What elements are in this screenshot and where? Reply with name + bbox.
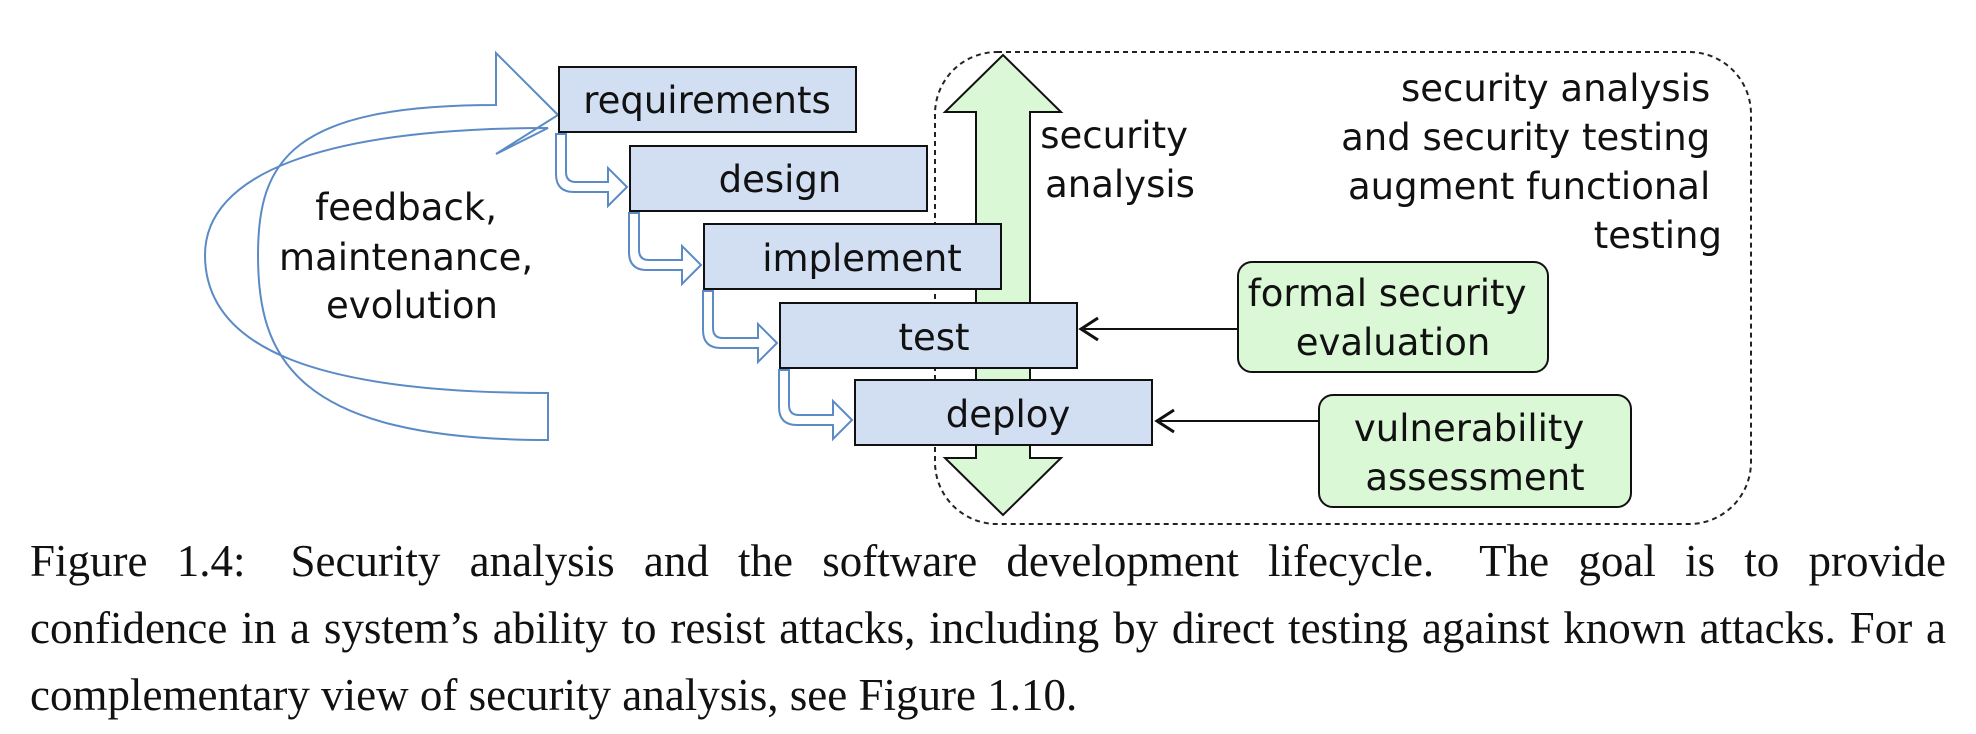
formal-eval-arrowhead bbox=[1078, 316, 1099, 342]
augment-note-line: security analysis bbox=[1401, 67, 1710, 110]
formal-security-evaluation-line: evaluation bbox=[1296, 321, 1491, 364]
feedback-label: feedback, maintenance, evolution bbox=[279, 186, 545, 327]
augment-note: security analysis and security testing a… bbox=[1341, 67, 1722, 257]
stage-test-box bbox=[779, 302, 1078, 369]
stage-design-label: design bbox=[719, 158, 842, 201]
stage-connector-arrow bbox=[628, 212, 703, 287]
formal-security-evaluation-line: formal security bbox=[1248, 272, 1527, 315]
stage-requirements-box bbox=[558, 66, 857, 133]
vulnerability-assessment: vulnerability assessment bbox=[1318, 394, 1632, 508]
stage-deploy-box bbox=[854, 379, 1153, 446]
feedback-label-line: evolution bbox=[326, 284, 498, 327]
augment-note-line: testing bbox=[1594, 214, 1722, 257]
feedback-label-line: maintenance, bbox=[279, 236, 533, 279]
stage-design: design bbox=[629, 145, 928, 212]
augment-note-line: and security testing bbox=[1341, 116, 1710, 159]
vulnerability-assessment-line: assessment bbox=[1365, 456, 1584, 499]
formal-security-evaluation: formal security evaluation bbox=[1237, 261, 1549, 373]
formal-security-evaluation-label: formal security evaluation bbox=[1248, 272, 1538, 364]
lifecycle-diagram: feedback, maintenance, evolution securit… bbox=[203, 50, 1752, 525]
stage-requirements: requirements bbox=[558, 66, 857, 133]
formal-security-evaluation-box bbox=[1237, 261, 1549, 373]
vulnerability-assessment-box bbox=[1318, 394, 1632, 508]
stage-test: test bbox=[779, 302, 1078, 369]
vulnerability-arrowhead bbox=[1154, 408, 1175, 434]
stage-connector-arrow bbox=[702, 290, 779, 365]
stage-connector-arrow bbox=[778, 369, 854, 442]
stage-implement-box bbox=[703, 223, 1002, 290]
figure-caption: Figure 1.4: Security analysis and the so… bbox=[30, 536, 1946, 720]
stage-requirements-label: requirements bbox=[583, 79, 831, 122]
stage-implement: implement bbox=[703, 223, 1002, 290]
augment-note-line: augment functional bbox=[1348, 165, 1710, 208]
stage-test-label: test bbox=[898, 316, 969, 359]
vulnerability-assessment-line: vulnerability bbox=[1354, 407, 1584, 450]
stage-deploy: deploy bbox=[854, 379, 1153, 446]
stage-connector-arrow bbox=[555, 133, 629, 209]
security-analysis-label-line: security bbox=[1040, 114, 1188, 157]
vulnerability-assessment-label: vulnerability assessment bbox=[1354, 407, 1596, 499]
feedback-label-line: feedback, bbox=[315, 186, 497, 229]
stage-deploy-label: deploy bbox=[946, 393, 1071, 436]
security-analysis-label-line: analysis bbox=[1045, 163, 1195, 206]
security-analysis-label: security analysis bbox=[1040, 114, 1200, 206]
security-analysis-double-arrow bbox=[942, 53, 1064, 517]
stage-design-box bbox=[629, 145, 928, 212]
feedback-loop-arrow bbox=[203, 50, 560, 442]
stage-implement-label: implement bbox=[762, 237, 962, 280]
